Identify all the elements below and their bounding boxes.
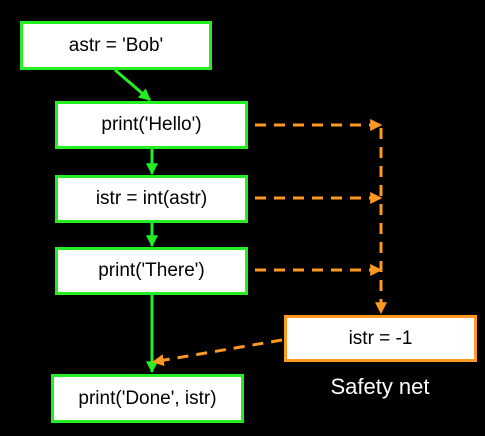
node-print-done: print('Done', istr) [51, 374, 244, 423]
node-astr-assign: astr = 'Bob' [20, 21, 212, 70]
arrow-assign-to-hello [114, 68, 151, 102]
node-istr-fallback: istr = -1 [284, 315, 477, 362]
node-print-there-text: print('There') [98, 260, 205, 281]
node-print-hello-text: print('Hello') [101, 114, 202, 135]
node-istr-convert: istr = int(astr) [55, 175, 248, 223]
node-print-done-text: print('Done', istr) [78, 387, 217, 409]
node-astr-assign-text: astr = 'Bob' [68, 34, 164, 56]
arrow-net-to-done [151, 338, 283, 367]
safety-net-caption: Safety net [330, 374, 430, 399]
node-print-hello: print('Hello') [55, 101, 248, 149]
node-istr-convert-text: istr = int(astr) [95, 188, 208, 209]
node-print-there: print('There') [55, 247, 248, 295]
node-istr-fallback-text: istr = -1 [348, 327, 413, 349]
